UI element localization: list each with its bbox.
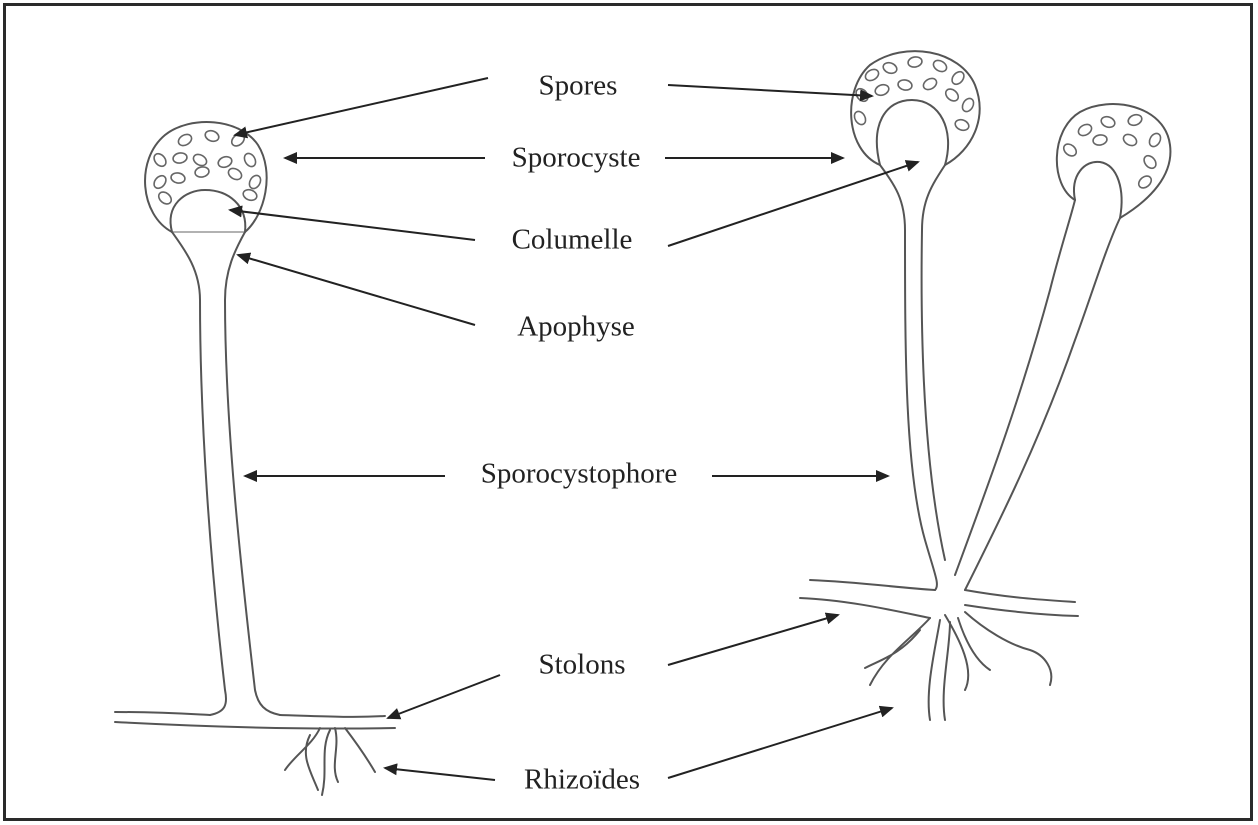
label-columelle: Columelle [512,226,633,255]
arrow-columelle-right [668,162,918,246]
arrow-rhizoides-right [668,708,892,778]
left-spores [152,129,263,206]
right-sporocyste-main [851,51,979,165]
left-sporangiophore [115,122,395,795]
right-columelle [877,100,948,165]
label-rhizoides: Rhizoïdes [524,766,640,795]
right-sporangiophores [800,51,1170,720]
right-spores-main [852,56,976,132]
left-rhizoides [285,728,375,795]
label-spores: Spores [539,72,618,101]
arrow-apophyse [238,255,475,325]
right-rhizoides [865,612,1051,720]
label-stolons: Stolons [538,651,625,680]
right-stolons [800,580,1078,618]
arrow-spores-right [668,85,872,96]
arrow-rhizoides-left [385,768,495,780]
label-sporocyste: Sporocyste [512,144,641,173]
arrow-spores-left [235,78,488,135]
arrow-columelle-left [230,210,475,240]
label-sporocystophore: Sporocystophore [481,460,678,489]
left-stalk [172,232,226,715]
arrow-stolons-left [388,675,500,718]
label-apophyse: Apophyse [517,313,635,342]
left-stolon [115,712,210,715]
arrow-stolons-right [668,615,838,665]
